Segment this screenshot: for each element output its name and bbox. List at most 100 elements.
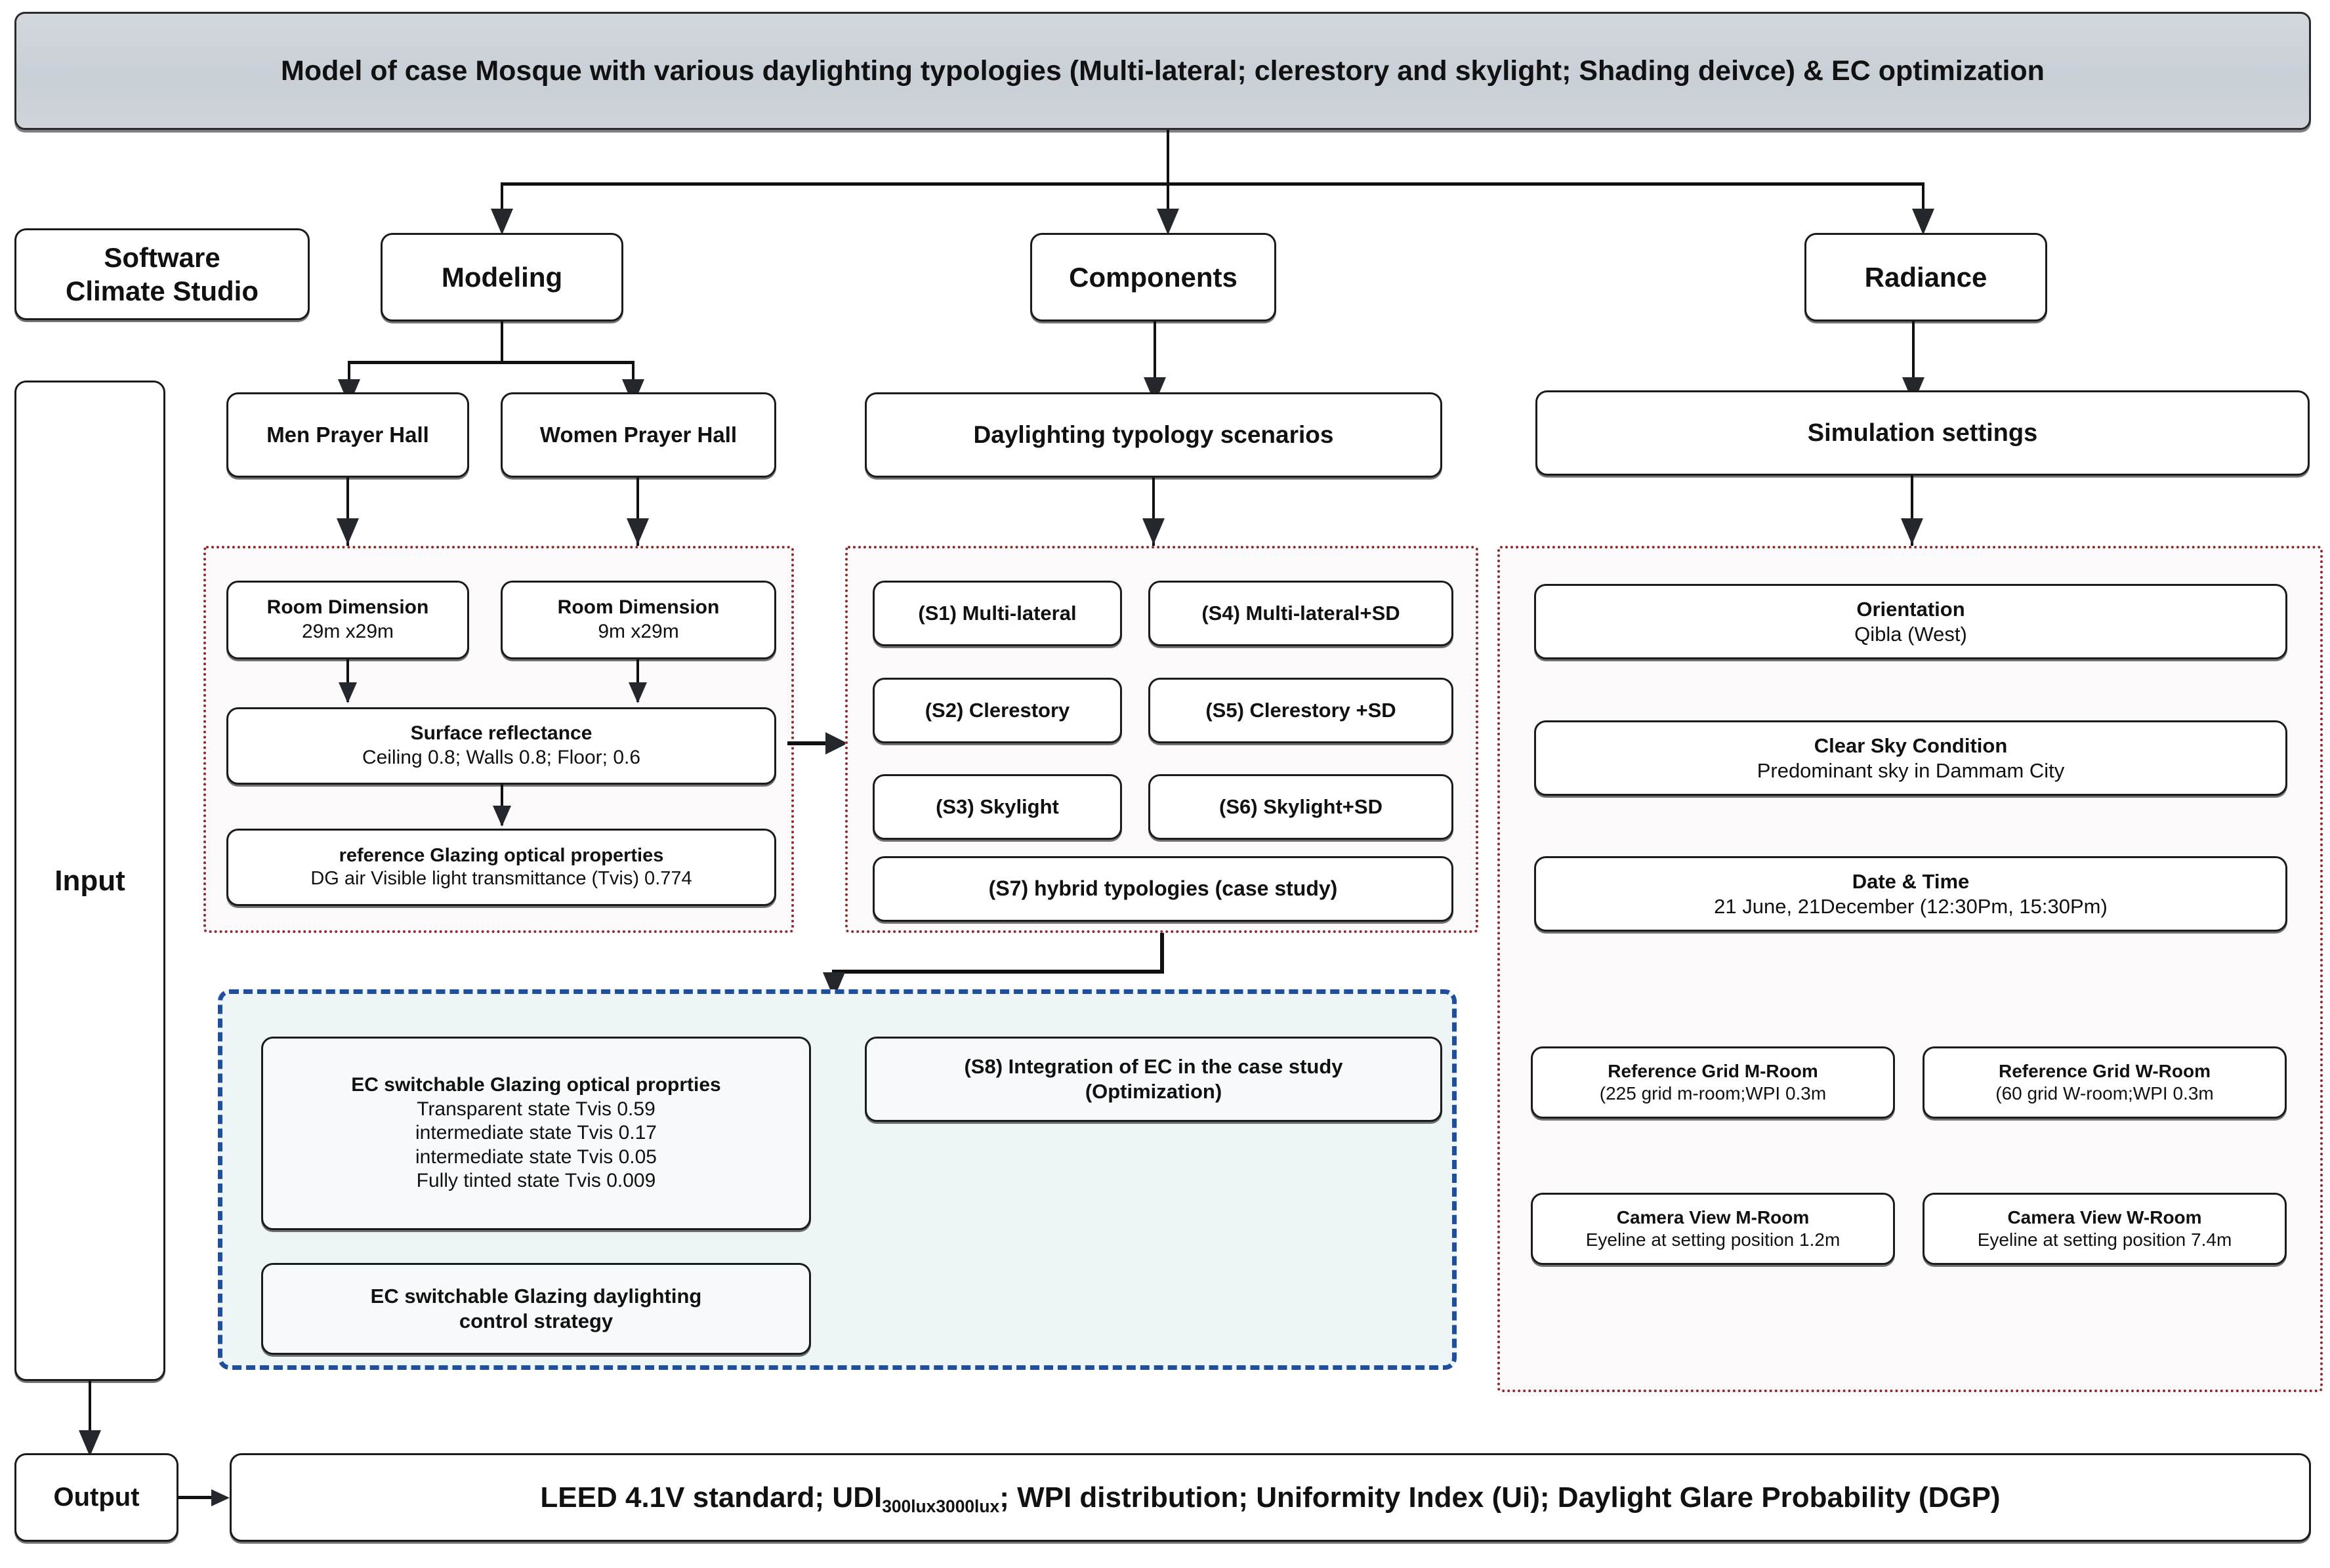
title-stem xyxy=(1167,130,1169,184)
radiance-stem xyxy=(1912,321,1915,387)
software-climate-studio-box[interactable]: Software Climate Studio xyxy=(14,228,310,320)
input-box[interactable]: Input xyxy=(14,381,165,1381)
modeling-label: Modeling xyxy=(441,261,563,293)
women-prayer-hall-box[interactable]: Women Prayer Hall xyxy=(501,392,776,478)
ec-control-strategy-line1: EC switchable Glazing daylighting xyxy=(370,1285,702,1308)
arrow-modeling-to-scenarios xyxy=(825,732,848,754)
ec-optical-properties-box[interactable]: EC switchable Glazing optical proprties … xyxy=(261,1037,811,1230)
reference-grid-m-room-value: (225 grid m-room;WPI 0.3m xyxy=(1599,1083,1827,1104)
output-metrics-subscript: 300lux3000lux xyxy=(882,1496,1000,1516)
output-metrics-text: LEED 4.1V standard; UDI300lux3000lux; WP… xyxy=(540,1480,2000,1516)
output-metrics-box[interactable]: LEED 4.1V standard; UDI300lux3000lux; WP… xyxy=(230,1453,2311,1542)
date-time-box[interactable]: Date & Time 21 June, 21December (12:30Pm… xyxy=(1534,856,2287,932)
room-dimension-men-box[interactable]: Room Dimension 29m x29m xyxy=(226,581,469,659)
arrow-to-modeling xyxy=(491,209,513,235)
scenario-s1-box[interactable]: (S1) Multi-lateral xyxy=(873,581,1122,646)
scenario-s8-line2: (Optimization) xyxy=(1085,1080,1222,1103)
output-box[interactable]: Output xyxy=(14,1453,178,1542)
men-prayer-hall-box[interactable]: Men Prayer Hall xyxy=(226,392,469,478)
daylighting-typology-scenarios-box[interactable]: Daylighting typology scenarios xyxy=(865,392,1442,478)
reference-glazing-title: reference Glazing optical properties xyxy=(339,844,664,866)
ec-control-strategy-box[interactable]: EC switchable Glazing daylighting contro… xyxy=(261,1263,811,1355)
arrow-scenarios-to-group xyxy=(1142,518,1165,545)
ec-elbow-horizontal xyxy=(832,970,1164,974)
reference-grid-m-room-box[interactable]: Reference Grid M-Room (225 grid m-room;W… xyxy=(1531,1046,1895,1119)
ec-control-strategy-line2: control strategy xyxy=(459,1310,614,1332)
scenario-s3-box[interactable]: (S3) Skylight xyxy=(873,774,1122,840)
reference-grid-w-room-box[interactable]: Reference Grid W-Room (60 grid W-room;WP… xyxy=(1923,1046,2287,1119)
arrow-to-output xyxy=(79,1430,101,1456)
arrow-simsettings-to-group xyxy=(1901,518,1923,545)
ec-optical-line-2: intermediate state Tvis 0.17 xyxy=(415,1122,657,1144)
reference-glazing-box[interactable]: reference Glazing optical properties DG … xyxy=(226,829,776,906)
scenario-s5-label: (S5) Clerestory +SD xyxy=(1205,699,1396,722)
camera-view-w-room-title: Camera View W-Room xyxy=(2007,1207,2202,1228)
arrow-women-hall-to-group xyxy=(627,518,649,545)
room-women-stem xyxy=(636,659,639,702)
simulation-settings-group xyxy=(1497,546,2323,1392)
room-men-stem xyxy=(346,659,349,702)
ec-optical-properties-title: EC switchable Glazing optical proprties xyxy=(351,1074,721,1096)
modeling-box[interactable]: Modeling xyxy=(381,233,623,321)
women-hall-stem xyxy=(636,478,639,547)
sky-condition-value: Predominant sky in Dammam City xyxy=(1757,758,2065,782)
scenario-s7-label: (S7) hybrid typologies (case study) xyxy=(988,877,1338,901)
camera-view-m-room-value: Eyeline at setting position 1.2m xyxy=(1585,1229,1841,1250)
women-prayer-hall-label: Women Prayer Hall xyxy=(539,422,738,447)
components-label: Components xyxy=(1069,261,1238,293)
surface-reflectance-box[interactable]: Surface reflectance Ceiling 0.8; Walls 0… xyxy=(226,707,776,785)
modeling-to-scenarios-line xyxy=(787,741,832,745)
scenario-s4-box[interactable]: (S4) Multi-lateral+SD xyxy=(1148,581,1453,646)
components-box[interactable]: Components xyxy=(1030,233,1276,321)
room-dimension-women-title: Room Dimension xyxy=(557,596,720,619)
men-prayer-hall-label: Men Prayer Hall xyxy=(266,422,429,447)
fork-drop-right xyxy=(1922,182,1924,217)
daylighting-typology-scenarios-label: Daylighting typology scenarios xyxy=(973,421,1334,449)
date-time-title: Date & Time xyxy=(1852,869,1970,893)
simsettings-stem xyxy=(1911,476,1913,548)
camera-view-w-room-box[interactable]: Camera View W-Room Eyeline at setting po… xyxy=(1923,1193,2287,1265)
ec-optical-line-1: Transparent state Tvis 0.59 xyxy=(417,1098,655,1120)
date-time-value: 21 June, 21December (12:30Pm, 15:30Pm) xyxy=(1714,894,2108,918)
scenarios-stem xyxy=(1152,478,1155,547)
scenario-s4-label: (S4) Multi-lateral+SD xyxy=(1201,602,1400,625)
reference-grid-w-room-title: Reference Grid W-Room xyxy=(1998,1060,2211,1081)
orientation-box[interactable]: Orientation Qibla (West) xyxy=(1534,584,2287,659)
modeling-stem xyxy=(501,321,503,362)
arrow-output-to-metrics xyxy=(211,1489,230,1506)
room-dimension-men-title: Room Dimension xyxy=(266,596,429,619)
simulation-settings-label: Simulation settings xyxy=(1807,419,2038,447)
output-label: Output xyxy=(53,1483,140,1512)
radiance-box[interactable]: Radiance xyxy=(1804,233,2047,321)
output-metrics-part1: LEED 4.1V standard; UDI xyxy=(540,1481,883,1514)
reference-grid-m-room-title: Reference Grid M-Room xyxy=(1608,1060,1818,1081)
scenario-s8-box[interactable]: (S8) Integration of EC in the case study… xyxy=(865,1037,1442,1122)
sky-condition-box[interactable]: Clear Sky Condition Predominant sky in D… xyxy=(1534,720,2287,796)
radiance-label: Radiance xyxy=(1864,261,1987,293)
room-dimension-women-box[interactable]: Room Dimension 9m x29m xyxy=(501,581,776,659)
arrow-to-components xyxy=(1157,209,1179,235)
reflectance-stem xyxy=(501,785,503,825)
output-connector-line xyxy=(178,1496,218,1499)
ec-elbow-vertical xyxy=(1160,933,1164,974)
reference-grid-w-room-value: (60 grid W-room;WPI 0.3m xyxy=(1995,1083,2214,1104)
scenario-s6-label: (S6) Skylight+SD xyxy=(1219,795,1383,819)
camera-view-w-room-value: Eyeline at setting position 7.4m xyxy=(1977,1229,2232,1250)
arrow-room-women-to-reflectance xyxy=(629,682,647,703)
scenario-s6-box[interactable]: (S6) Skylight+SD xyxy=(1148,774,1453,840)
ec-optical-line-3: intermediate state Tvis 0.05 xyxy=(415,1145,657,1168)
scenario-s7-box[interactable]: (S7) hybrid typologies (case study) xyxy=(873,856,1453,922)
scenario-s5-box[interactable]: (S5) Clerestory +SD xyxy=(1148,678,1453,743)
surface-reflectance-title: Surface reflectance xyxy=(410,722,593,745)
ec-optical-line-4: Fully tinted state Tvis 0.009 xyxy=(416,1170,656,1192)
camera-view-m-room-box[interactable]: Camera View M-Room Eyeline at setting po… xyxy=(1531,1193,1895,1265)
fork-drop-left xyxy=(501,182,503,217)
simulation-settings-box[interactable]: Simulation settings xyxy=(1535,390,2310,476)
modeling-fork-left xyxy=(348,361,350,387)
scenario-s2-label: (S2) Clerestory xyxy=(925,699,1070,722)
sky-condition-title: Clear Sky Condition xyxy=(1814,733,2008,757)
camera-view-m-room-title: Camera View M-Room xyxy=(1616,1207,1810,1228)
scenario-s2-box[interactable]: (S2) Clerestory xyxy=(873,678,1122,743)
input-label: Input xyxy=(54,864,125,897)
